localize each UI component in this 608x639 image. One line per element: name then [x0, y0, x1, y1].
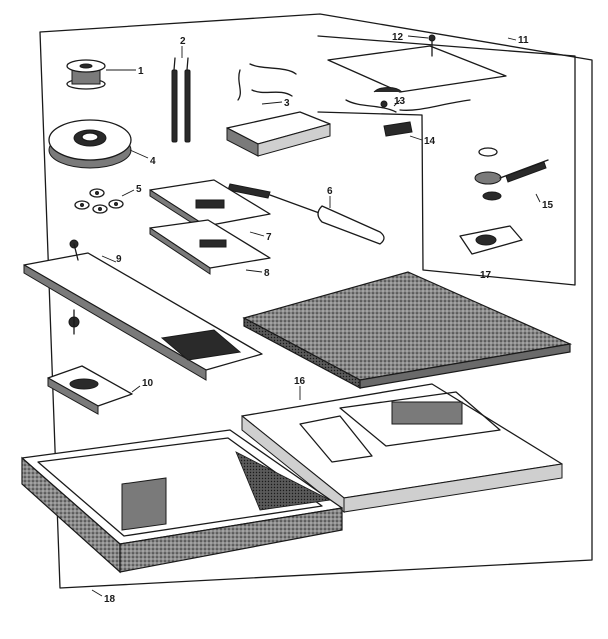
small-case — [47, 365, 133, 415]
callout-3: 3 — [284, 98, 290, 109]
callout-1: 1 — [138, 66, 144, 77]
callout-12: 12 — [392, 32, 404, 43]
bobbin — [66, 59, 106, 90]
callout-8: 8 — [264, 268, 270, 279]
needle-set — [171, 57, 191, 143]
feed-plate — [149, 219, 271, 275]
callout-11: 11 — [518, 35, 529, 46]
cam-gear — [48, 119, 132, 169]
callout-4: 4 — [150, 156, 156, 167]
spring-clip — [345, 99, 471, 137]
leader-lines — [91, 35, 541, 597]
callout-17: 17 — [480, 270, 492, 281]
callout-6: 6 — [327, 186, 333, 197]
attachment-box — [226, 63, 331, 157]
case-lid — [242, 271, 573, 390]
callout-14: 14 — [424, 136, 436, 147]
callout-15: 15 — [542, 200, 554, 211]
screwdriver — [227, 183, 385, 245]
callout-5: 5 — [136, 184, 142, 195]
gear-spring-assembly — [459, 147, 549, 255]
washers — [74, 188, 124, 214]
callout-7: 7 — [266, 232, 272, 243]
callout-16: 16 — [294, 376, 306, 387]
inset-panel — [317, 35, 576, 286]
slide-rail — [23, 239, 263, 381]
callout-18: 18 — [104, 594, 116, 605]
cover-plate — [327, 34, 507, 93]
callout-2: 2 — [180, 36, 186, 47]
throat-plate — [149, 179, 271, 233]
callout-13: 13 — [394, 96, 406, 107]
callout-10: 10 — [142, 378, 154, 389]
callout-9: 9 — [116, 254, 122, 265]
base-tray — [21, 429, 343, 574]
tray-insert — [241, 383, 563, 514]
